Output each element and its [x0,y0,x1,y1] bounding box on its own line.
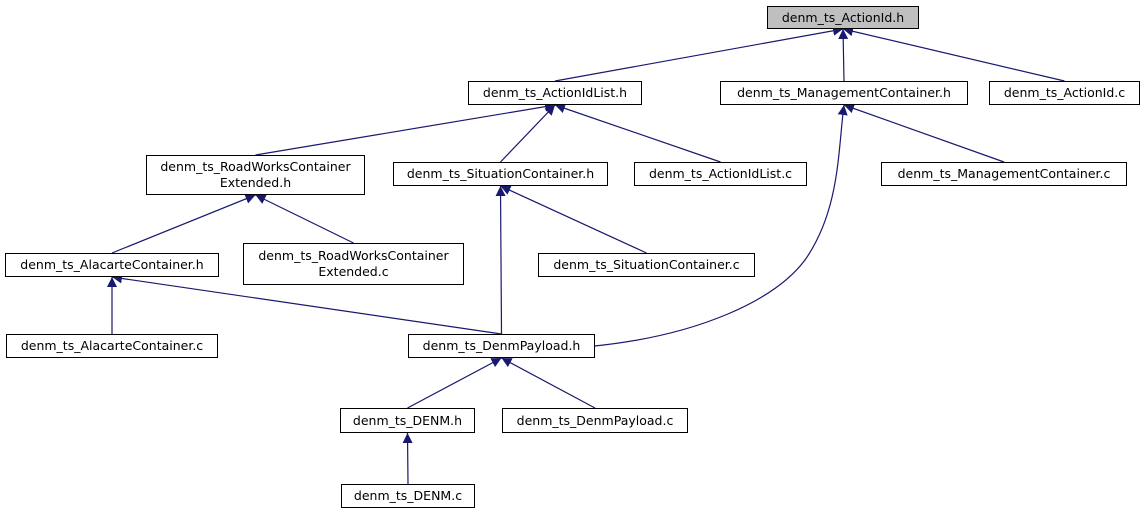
node-actionid-c[interactable]: denm_ts_ActionId.c [989,81,1140,105]
edge-actionidlist-c-to-actionidlist-h [554,103,721,163]
edge-denmpayload-h-to-managementcontainer-h [594,104,848,347]
edge-denmpayload-h-to-alacarte-h [111,273,502,335]
edge-layer [107,25,1065,485]
edge-actionid-c-to-actionid-h [842,26,1065,82]
edge-denm-h-to-denmpayload-h [407,357,502,409]
edge-management-c-to-managementcontainer-h [843,103,1005,163]
node-denmpayload-c[interactable]: denm_ts_DenmPayload.c [502,408,688,433]
edge-alacarte-h-to-roadworks-h [111,194,256,254]
edge-denm-c-to-denm-h [402,432,413,485]
node-roadworks-extended-c[interactable]: denm_ts_RoadWorksContainer Extended.c [243,243,464,285]
node-actionidlist-c[interactable]: denm_ts_ActionIdList.c [634,162,807,186]
edge-situation-c-to-situation-h [500,185,647,254]
node-roadworks-extended-h[interactable]: denm_ts_RoadWorksContainer Extended.h [146,155,365,195]
node-managementcontainer-c[interactable]: denm_ts_ManagementContainer.c [881,162,1127,186]
node-alacartecontainer-h[interactable]: denm_ts_AlacarteContainer.h [5,253,219,277]
edge-denmpayload-h-to-situation-h [495,185,506,335]
edge-denmpayload-c-to-denmpayload-h [501,357,596,409]
edge-managementcontainer-h-to-actionid-h [838,28,849,82]
node-managementcontainer-h[interactable]: denm_ts_ManagementContainer.h [720,81,968,105]
node-situationcontainer-h[interactable]: denm_ts_SituationContainer.h [393,162,608,186]
node-alacartecontainer-c[interactable]: denm_ts_AlacarteContainer.c [6,334,218,358]
edge-situation-h-to-actionidlist-h [500,104,556,163]
node-situationcontainer-c[interactable]: denm_ts_SituationContainer.c [538,253,755,277]
edge-actionidlist-h-to-actionid-h [554,25,844,82]
edge-roadworks-h-to-actionidlist-h [255,101,556,156]
node-actionidlist-h[interactable]: denm_ts_ActionIdList.h [468,81,642,105]
edge-roadworks-c-to-roadworks-h [255,194,354,244]
node-denm-c[interactable]: denm_ts_DENM.c [341,484,475,508]
node-denm-h[interactable]: denm_ts_DENM.h [340,408,475,433]
node-actionid-h[interactable]: denm_ts_ActionId.h [767,6,919,29]
node-denmpayload-h[interactable]: denm_ts_DenmPayload.h [408,334,595,358]
